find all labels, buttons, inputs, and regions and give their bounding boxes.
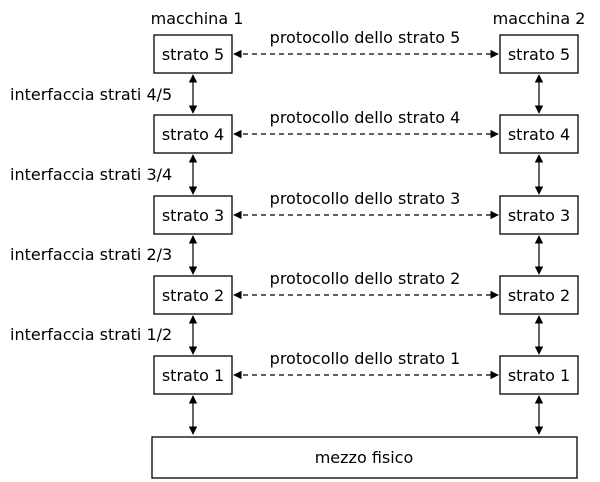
right-layer-3-label: strato 3 <box>508 206 570 225</box>
protocol-4-label: protocollo dello strato 4 <box>270 108 461 127</box>
left-layer-2-box <box>153 275 233 315</box>
left-layer-1-label: strato 1 <box>162 366 224 385</box>
left-layer-3-label: strato 3 <box>162 206 224 225</box>
machine-1-title: macchina 1 <box>151 9 244 28</box>
protocol-5-label: protocollo dello strato 5 <box>270 28 461 47</box>
interface-3-4-label: interfaccia strati 3/4 <box>10 165 172 184</box>
layer-row-5: strato 5 strato 5 protocollo dello strat… <box>153 28 579 74</box>
protocol-3-label: protocollo dello strato 3 <box>270 189 461 208</box>
interface-2-3-label: interfaccia strati 2/3 <box>10 245 172 264</box>
right-layer-2-label: strato 2 <box>508 286 570 305</box>
left-layer-3-box <box>153 195 233 235</box>
right-layer-4-label: strato 4 <box>508 125 570 144</box>
layer-row-3: strato 3 strato 3 protocollo dello strat… <box>153 189 579 235</box>
layer-row-4: strato 4 strato 4 protocollo dello strat… <box>153 108 579 154</box>
right-layer-4-box <box>499 114 579 154</box>
interface-1-2-label: interfaccia strati 1/2 <box>10 325 172 344</box>
left-layer-5-box <box>153 34 233 74</box>
layer-row-2: strato 2 strato 2 protocollo dello strat… <box>153 269 579 315</box>
machine-2-title: macchina 2 <box>493 9 586 28</box>
protocol-2-label: protocollo dello strato 2 <box>270 269 461 288</box>
right-layer-5-box <box>499 34 579 74</box>
right-layer-5-label: strato 5 <box>508 45 570 64</box>
left-layer-4-box <box>153 114 233 154</box>
protocol-1-label: protocollo dello strato 1 <box>270 349 461 368</box>
right-layer-2-box <box>499 275 579 315</box>
layer-row-1: strato 1 strato 1 protocollo dello strat… <box>153 349 579 395</box>
interface-4-5-label: interfaccia strati 4/5 <box>10 85 172 104</box>
left-layer-4-label: strato 4 <box>162 125 224 144</box>
right-layer-1-box <box>499 355 579 395</box>
physical-medium-box <box>151 436 578 479</box>
left-layer-2-label: strato 2 <box>162 286 224 305</box>
left-layer-5-label: strato 5 <box>162 45 224 64</box>
right-layer-1-label: strato 1 <box>508 366 570 385</box>
right-layer-3-box <box>499 195 579 235</box>
physical-medium-label: mezzo fisico <box>315 448 414 467</box>
left-layer-1-box <box>153 355 233 395</box>
